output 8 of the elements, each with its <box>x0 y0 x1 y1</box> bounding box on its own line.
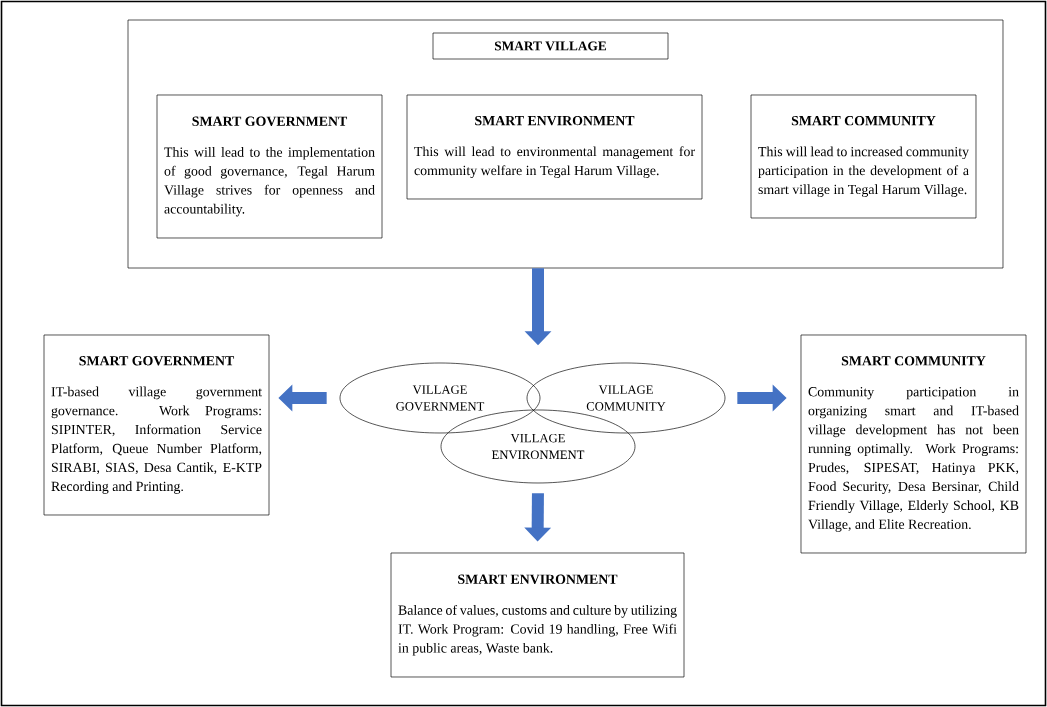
text-box: SMART GOVERNMENT This will lead to the implementation of good governance, Tegal Harum Village strives for openness and accountability. <box>156 94 383 239</box>
text-box: SMART COMMUNITY Community participation in organizing smart and IT-based village development has not been running optimally. Work Programs: Prudes, SIPESAT, Hatinya PKK, Food Security, Desa Bersinar, Child Friendly Village, Elderly School, KB Village, and Elite Recreation. <box>800 334 1027 554</box>
title-box: SMART VILLAGE <box>432 32 669 60</box>
text-box: SMART COMMUNITY This will lead to increased community participation in the development of a smart village in Tegal Harum Village. <box>750 94 977 219</box>
text-box: SMART ENVIRONMENT This will lead to environmental management for community welfare in Tegal Harum Village. <box>406 94 703 200</box>
text-box: SMART ENVIRONMENT Balance of values, customs and culture by utilizing IT. Work Program: Covid 19 handling, Free Wifi in public areas, Waste bank. <box>390 552 685 678</box>
panel-box <box>127 19 1004 269</box>
text-box: SMART GOVERNMENT IT-based village government governance. Work Programs: SIPINTER, Information Service Platform, Queue Number Platform, SIRABI, SIAS, Desa Cantik, E-KTP Recording and Printing. <box>43 334 270 516</box>
